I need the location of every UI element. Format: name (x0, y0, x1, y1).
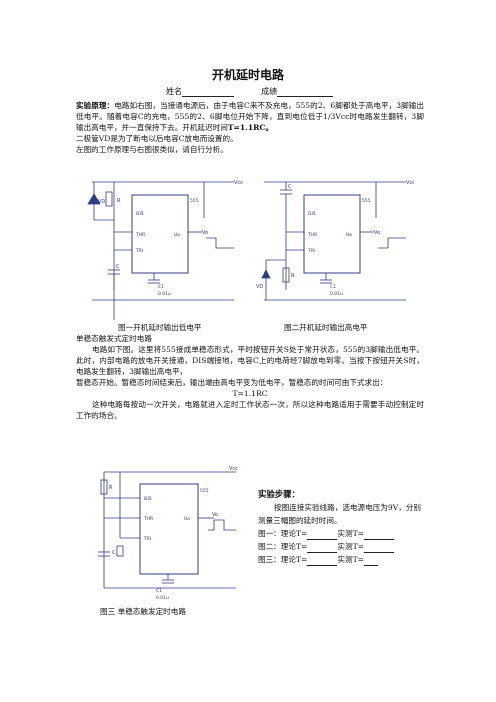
page-title: 开机延时电路 (211, 68, 284, 82)
svg-text:DIS: DIS (308, 211, 316, 217)
svg-text:THR: THR (143, 516, 153, 522)
vcc-label: Vcc (234, 180, 243, 186)
steps-heading: 实验步骤： (258, 489, 300, 499)
section2-heading: 单稳态触发式定时电路 (76, 334, 152, 343)
svg-text:THR: THR (135, 232, 145, 238)
svg-text:C1: C1 (156, 588, 162, 594)
theory-blank-2[interactable] (307, 544, 338, 553)
svg-text:VD: VD (256, 284, 263, 290)
measured-blank-1[interactable] (364, 531, 395, 540)
svg-text:555: 555 (200, 488, 209, 494)
circuit-fig2: Vcc C DIS THR TRI Uo 555 Vo R VD C1 0.01… (256, 180, 414, 301)
svg-text:C1: C1 (330, 284, 336, 290)
svg-text:TRI: TRI (307, 248, 315, 254)
svg-text:R: R (109, 485, 113, 491)
circuit-fig1: Vcc VD R DIS THR TRI Uo 555 Vo C C1 0.01… (87, 180, 243, 320)
name-blank[interactable] (182, 88, 234, 97)
svg-text:C: C (116, 264, 120, 270)
measured-blank-3[interactable] (364, 557, 379, 566)
svg-text:VD: VD (98, 199, 105, 205)
intro-paragraph: 实验原理：电路如右图，当接通电源后，由于电容C来不及充电，555的2、6脚都处于… (76, 100, 424, 155)
svg-text:Vo: Vo (374, 230, 380, 236)
section2-p2: 暂稳态开始。暂稳态时间结束后，输出端由高电平变为低电平，暂稳态的时间可由下式求出… (76, 378, 388, 387)
svg-text:555: 555 (362, 198, 371, 204)
theory-blank-1[interactable] (307, 531, 338, 540)
svg-text:Vcc: Vcc (229, 466, 238, 472)
section2: 单稳态触发式定时电路 电路如下图。这里将555接成单稳态形式，平时按钮开关S处于… (76, 333, 424, 421)
svg-text:555: 555 (190, 198, 199, 204)
section2-p3: 这种电路每按动一次开关，电路就进入定时工作状态一次，所以这种电路适用于需要手动控… (76, 400, 424, 420)
intro-text2: 二极管VD是为了断电以后电容C放电而设置的。 (76, 134, 238, 143)
svg-text:Uo: Uo (184, 516, 190, 522)
svg-text:DIS: DIS (136, 211, 144, 217)
intro-text3: 左图的工作原理与右图很类似，请自行分析。 (76, 145, 228, 154)
section2-p1: 电路如下图。这里将555接成单稳态形式，平时按钮开关S处于常开状态，555的3脚… (76, 345, 424, 376)
svg-text:Vo: Vo (202, 230, 208, 236)
svg-text:Uo: Uo (174, 232, 180, 238)
header-fields: 姓名 成绩 (166, 86, 334, 97)
svg-text:0.01u: 0.01u (330, 291, 343, 297)
svg-text:0.01u: 0.01u (156, 595, 169, 601)
fig2-caption: 图二开机延时输出高电平 (284, 323, 368, 332)
svg-text:TRI: TRI (135, 248, 143, 254)
svg-text:THR: THR (307, 232, 317, 238)
intro-heading: 实验原理： (76, 101, 115, 110)
svg-text:DIS: DIS (144, 496, 152, 502)
svg-text:Vo: Vo (212, 512, 218, 518)
svg-text:R: R (291, 273, 295, 279)
steps-row-3: 图三：理论T=实测T= (258, 553, 428, 566)
svg-text:R: R (117, 198, 121, 204)
svg-text:C1: C1 (158, 284, 164, 290)
fig3-caption: 图三 单稳态触发定时电路 (100, 607, 186, 616)
circuits-fig1-fig2: Vcc VD R DIS THR TRI Uo 555 Vo C C1 0.01… (87, 180, 414, 320)
intro-text: 电路如右图，当接通电源后，由于电容C来不及充电，555的2、6脚都处于高电平，3… (76, 101, 425, 132)
intro-formula: T=1.1RC。 (227, 123, 274, 132)
svg-text:Vcc: Vcc (406, 180, 414, 186)
measured-blank-2[interactable] (364, 544, 395, 553)
svg-text:C: C (112, 550, 116, 556)
steps-row-2: 图二：理论T=实测T= (258, 540, 428, 553)
theory-blank-3[interactable] (307, 557, 338, 566)
svg-text:0.01u: 0.01u (158, 291, 171, 297)
steps-row-1: 图一：理论T=实测T= (258, 527, 428, 540)
steps-block: 实验步骤： 按图连接实验线路，选电源电压为9V，分别测量三幅图的延时时间。 图一… (258, 488, 428, 566)
section2-formula: T=1.1RC (232, 389, 268, 398)
score-label: 成绩 (261, 87, 278, 96)
circuit-fig3: Vcc R DIS THR TRI Uo 555 Vo C C1 0.01u (98, 466, 238, 601)
svg-text:C: C (288, 184, 292, 190)
steps-text: 按图连接实验线路，选电源电压为9V，分别测量三幅图的延时时间。 (258, 503, 422, 525)
fig1-caption: 图一开机延时输出低电平 (118, 323, 202, 332)
name-label: 姓名 (166, 87, 182, 96)
svg-text:Uo: Uo (346, 232, 352, 238)
score-blank[interactable] (277, 88, 334, 97)
svg-text:TRI: TRI (143, 536, 151, 542)
